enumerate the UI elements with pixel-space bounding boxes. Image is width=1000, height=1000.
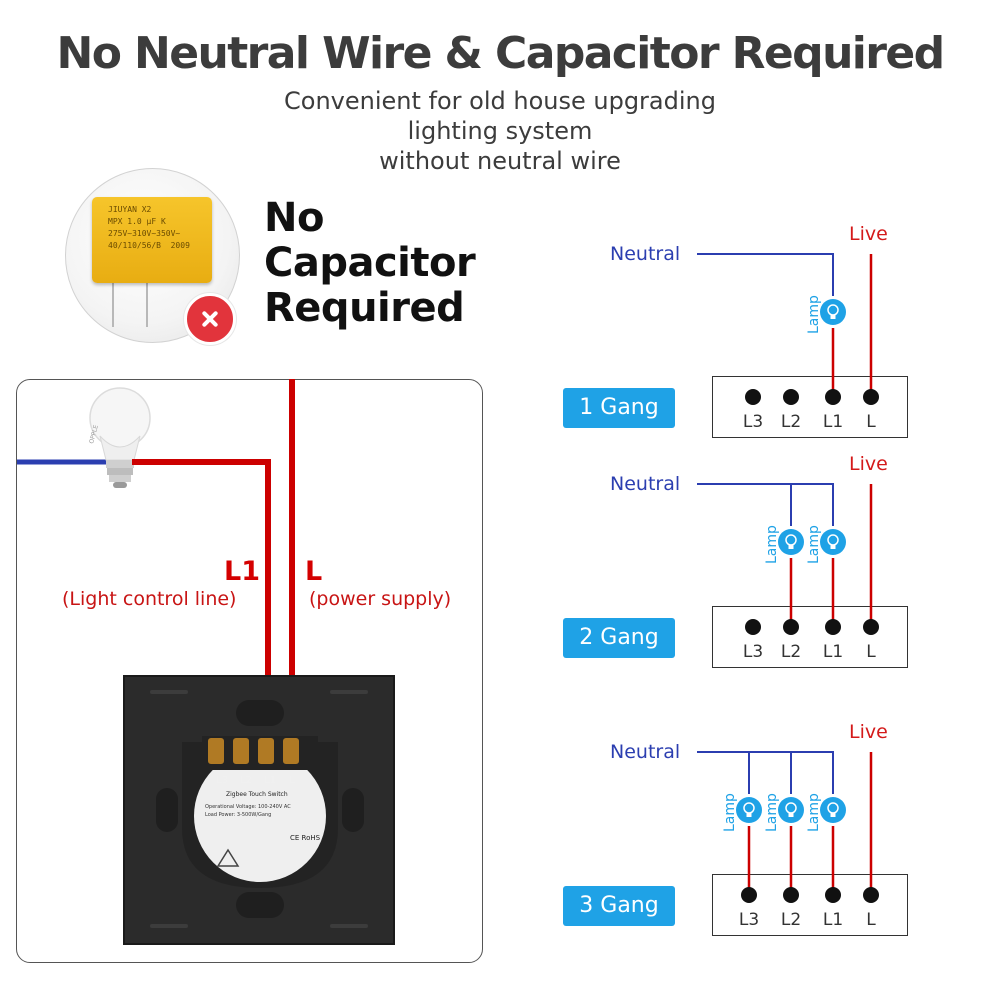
terminal-dot <box>783 619 799 635</box>
lamp-icon <box>820 797 846 823</box>
smart-switch-back <box>123 675 395 945</box>
no-capacitor-line-1: No <box>264 195 324 241</box>
l1-description: (Light control line) <box>62 588 237 610</box>
live-label: Live <box>849 223 888 245</box>
terminal-dot <box>863 389 879 405</box>
capacitor-image <box>92 197 212 283</box>
lamp-label: Lamp <box>764 793 780 832</box>
terminal-dot <box>783 887 799 903</box>
l1-wire <box>132 459 271 750</box>
subtitle-line-1: Convenient for old house upgrading light… <box>284 87 716 145</box>
switch-title: Zigbee Touch Switch <box>226 791 288 798</box>
terminal-label: L1 <box>822 412 844 432</box>
capacitor-print: JIUYAN X2 MPX 1.0 µF K 275V~310V~350V~ 40/1… <box>108 204 212 252</box>
x-mark-icon <box>184 293 236 345</box>
terminal-label: L3 <box>742 642 764 662</box>
terminal-dot <box>745 389 761 405</box>
switch-terminal-label: L3 <box>216 775 228 786</box>
no-capacitor-line-2: Capacitor <box>264 240 476 286</box>
terminal-dot <box>741 887 757 903</box>
terminal-label: L <box>866 910 876 930</box>
terminal-label: L2 <box>780 642 802 662</box>
terminal-block <box>712 376 908 438</box>
terminal-dot <box>745 619 761 635</box>
lamp-icon <box>820 299 846 325</box>
capacitor-lead-left <box>112 283 114 327</box>
l-description: (power supply) <box>309 588 452 610</box>
terminal-dot <box>825 389 841 405</box>
terminal-label: L1 <box>822 910 844 930</box>
page-title: No Neutral Wire & Capacitor Required <box>56 28 945 79</box>
lamp-icon <box>820 529 846 555</box>
lamp-icon <box>736 797 762 823</box>
neutral-wire <box>697 751 834 794</box>
light-bulb-icon <box>89 387 151 488</box>
gang-badge: 2 Gang <box>563 618 675 658</box>
live-label: Live <box>849 453 888 475</box>
terminal-dot <box>783 389 799 405</box>
lamp-label: Lamp <box>806 525 822 564</box>
terminal-label: L <box>866 642 876 662</box>
terminal-label: L3 <box>738 910 760 930</box>
terminal-dot <box>825 887 841 903</box>
lamp-label: Lamp <box>806 295 822 334</box>
bulb-brand: OPPLE <box>88 424 100 444</box>
gang-badge: 1 Gang <box>563 388 675 428</box>
gang-badge: 3 Gang <box>563 886 675 926</box>
lamp-label: Lamp <box>722 793 738 832</box>
switch-terminal-label: L2 <box>240 775 252 786</box>
switch-spec: Load Power: 3-500W/Gang <box>205 812 271 818</box>
live-label: Live <box>849 721 888 743</box>
neutral-wire <box>697 483 834 526</box>
no-capacitor-heading: No Capacitor Required <box>264 195 476 331</box>
switch-terminal-label: L1 <box>264 775 276 786</box>
neutral-label: Neutral <box>610 473 681 495</box>
l-label: L <box>305 556 323 587</box>
neutral-label: Neutral <box>610 243 681 265</box>
terminal-label: L2 <box>780 412 802 432</box>
capacitor-print-line: 40/110/56/B 2009 <box>108 241 190 250</box>
terminal-dot <box>863 619 879 635</box>
subtitle-line-2: without neutral wire <box>379 147 621 175</box>
terminal-label: L1 <box>822 642 844 662</box>
capacitor-print-line: JIUYAN X2 <box>108 205 152 214</box>
capacitor-print-line: MPX 1.0 µF K <box>108 217 166 226</box>
switch-ce-rohs: CE RoHS <box>290 834 321 842</box>
capacitor-lead-right <box>146 283 148 327</box>
terminal-dot <box>825 619 841 635</box>
neutral-label: Neutral <box>610 741 681 763</box>
terminal-label: L <box>866 412 876 432</box>
switch-spec: Operational Voltage: 100-240V AC <box>205 804 291 810</box>
lamp-icon <box>778 797 804 823</box>
lamp-icon <box>778 529 804 555</box>
terminal-block <box>712 874 908 936</box>
terminal-block <box>712 606 908 668</box>
page-subtitle: Convenient for old house upgrading light… <box>250 86 750 176</box>
neutral-wire <box>697 253 834 296</box>
lamp-label: Lamp <box>764 525 780 564</box>
lamp-label: Lamp <box>806 793 822 832</box>
terminal-label: L3 <box>742 412 764 432</box>
switch-terminal-label: L <box>289 775 295 786</box>
capacitor-print-line: 275V~310V~350V~ <box>108 229 181 238</box>
no-capacitor-line-3: Required <box>264 285 465 331</box>
terminal-label: L2 <box>780 910 802 930</box>
l1-label: L1 <box>224 556 260 587</box>
terminal-dot <box>863 887 879 903</box>
